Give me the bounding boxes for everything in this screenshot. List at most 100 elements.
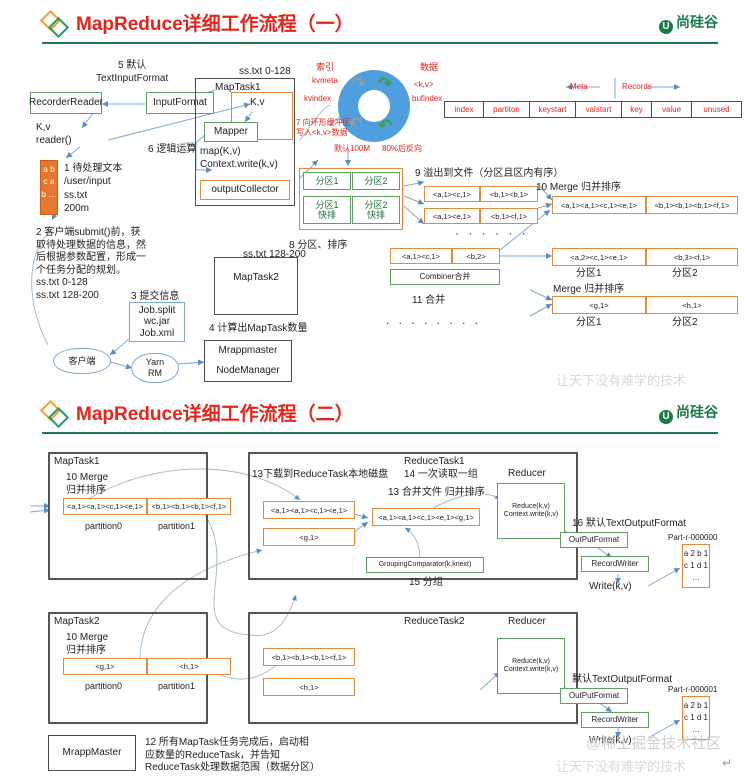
reducetask2-panel [248,612,578,724]
step-2-label: 2 客户端submit()前，获 取待处理数据的信息，然 后根据参数配置，形成一… [36,227,146,301]
split-2-label: ss.txt 128-200 [243,249,306,260]
spill-cell-r2c2: <b,1><f,1> [480,208,538,224]
partition-2-sorted-box: 分区2 快排 [352,196,400,224]
step-14-label: 14 一次读取一组 [404,469,478,480]
spill-ellipsis: · · · · · · [455,226,529,240]
buffer-col-valstart: valstart [576,101,622,118]
maptask1-panel-title: MapTask1 [54,456,100,467]
merge-partition-2-label: 分区2 [672,268,698,279]
map-context-label: map(K,v) Context.write(k,v) [200,146,278,170]
input-text-strip: a b c a b … [40,160,58,215]
buffer-col-unused: unused [692,101,742,118]
ring-reverse-label: 80%后反向 [382,144,423,153]
combiner-box: Combiner合并 [390,269,500,285]
paragraph-mark-icon: ↵ [722,756,733,770]
step-8-label: 8 分区、排序 [289,240,348,251]
page-title: MapReduce详细工作流程（一） [76,14,354,35]
buffer-col-index: index [444,101,484,118]
partition-group-frame [299,168,403,230]
step-13-download-label: 13下载到ReduceTask本地磁盘 [252,469,389,480]
reducetask2-input-1: <h,1> [263,678,355,696]
slide-two-watermark: 让天下没有难学的技术 [556,759,687,774]
combiner-cell-1: <a,1><c,1> [390,248,452,264]
reducer2-body-box: Reduce(k,v) Context.write(k,v) [497,638,565,694]
ring-kvindex-label: kvindex [304,94,332,103]
header-divider-2 [42,432,718,434]
reducer2-title: Reducer [508,616,546,627]
spill-cell-r1c1: <a,1><c,1> [424,186,480,202]
maptask2-panel-title: MapTask2 [54,616,100,627]
page-title-2: MapReduce详细工作流程（二） [76,404,354,425]
brand-mark-icon: U [659,20,673,34]
maptask2-step10-label: 10 Merge 归并排序 [66,632,109,656]
buffer-table: index partiton keystart valstart key val… [444,101,742,118]
step-11-label: 11 合并 [412,295,446,306]
ring-index-label: 索引 [316,62,335,72]
appmaster-box: Mrappmaster NodeManager [204,340,292,382]
maptask1-title: MapTask1 [215,82,261,93]
community-watermark: @稀土掘金技术社区 [586,735,722,752]
ring-data-label: 数据 [420,62,439,72]
reducetask2-title: ReduceTask2 [404,616,465,627]
record-writer-box-1: RecordWriter [581,556,649,572]
maptask2-box: MapTask2 [214,257,298,315]
combiner-cell-2: <b,2> [452,248,500,264]
partition-2-box: 分区2 [352,172,400,190]
spill-cell-r1c2: <b,1><b,1> [480,186,538,202]
meta-label: Meta [570,82,588,91]
step-7-label: 7 向环形缓冲区 写入<k,v>数据 [296,118,351,137]
maptask1-inner-frame [231,92,293,140]
job-files-box: Job.split wc.jar Job.xml [129,302,185,342]
step-13-merge-label: 13 合并文件 归并排序 [388,487,485,498]
buffer-col-key: key [622,101,652,118]
output-format-box-2: OutPutFormat [560,688,628,704]
step-4-label: 4 计算出MapTask数量 [209,323,308,334]
ring-bufindex-label: bufindex [412,94,443,103]
records-label: Records [622,82,652,91]
maptask1-partition1-label: partition1 [158,521,196,531]
buffer-col-value: value [652,101,692,118]
diamond-logo-icon-2 [39,399,76,430]
ring-kvmeta-label: kvmeta [312,76,338,85]
reducetask1-panel [248,452,578,580]
mrappmaster-box-2: MrappMaster [48,735,136,771]
circular-buffer-ring: ↷ ↷ ↶ ↶ [338,70,410,142]
merge-partition-1-label: 分区1 [576,268,602,279]
nodemanager-label: NodeManager [216,365,280,377]
brand-mark-icon-2: U [659,410,673,424]
maptask1-partition0-cell: <a,1><a,1><c,1><e,1> [63,498,147,515]
maptask2-partition0-label: partition0 [85,681,123,691]
maptask1-panel [48,452,208,580]
partition-1-sorted-box: 分区1 快排 [303,196,351,224]
merge-cell-p2: <b,1><b,1><b,1><f,1> [646,196,738,214]
combiner-ellipsis: . . . . . . . . [386,313,482,327]
combined-merge-cell-p2: <b,3><f,1> [646,248,738,266]
recorder-reader-box: RecorderReader [29,92,103,114]
step-12-label: 12 所有MapTask任务完成后，启动相 应数量的ReduceTask，并告知… [145,737,321,773]
combined-merge-cell-p1: <a,2><c,1><e,1> [552,248,646,266]
buffer-col-keystart: keystart [530,101,576,118]
reducetask2-input-0: <b,1><b,1><b,1><f,1> [263,648,355,666]
yarn-rm-node: Yarn RM [131,353,179,383]
reducer1-body-box: Reduce(k,v) Context.write(k,v) [497,483,565,539]
maptask1-partition1-cell: <b,1><b,1><b,1><f,1> [147,498,231,515]
part-file-name-2: Part-r-000001 [668,685,718,694]
gh-partition-1-label: 分区1 [576,317,602,328]
reducetask1-merged-cell: <a,1><a,1><c,1><e,1><g,1> [372,508,480,526]
maptask1-container [195,78,295,206]
brand-label-2: 尚硅谷 [676,404,718,420]
input-format-box: InputFormat [146,92,214,114]
brand-label: 尚硅谷 [676,14,718,30]
step-1-label: 1 待处理文本 /user/input [64,163,123,187]
step-3-label: 3 提交信息 [131,291,180,302]
mrappmaster-label: Mrappmaster [218,345,278,357]
maptask2-partition1-cell: <h,1> [147,658,231,675]
kv-reader-label: K,v reader() [36,122,72,146]
part-file-1: a 2 b 1 c 1 d 1 … [682,544,710,588]
